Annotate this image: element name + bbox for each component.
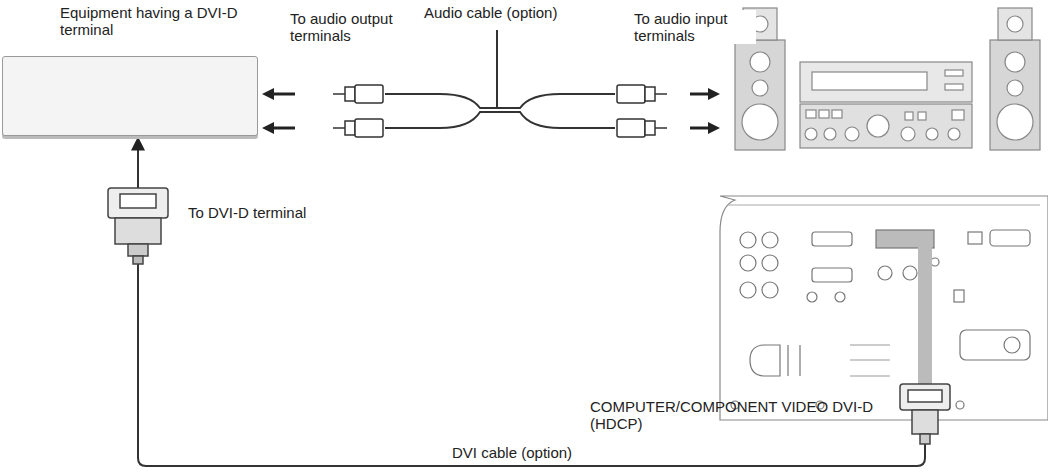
audio-system — [735, 8, 1040, 150]
callout-label: To audio input terminals — [632, 10, 756, 44]
callout-label: To audio output terminals — [288, 10, 422, 44]
node-text: COMPUTER/COMPONENT VIDEO DVI-D (HDCP) — [590, 398, 890, 432]
dvi-plug — [108, 188, 168, 264]
terminal-label: COMPUTER/COMPONENT VIDEO DVI-D (HDCP) — [590, 398, 935, 436]
equipment-housing — [2, 56, 258, 136]
callout-label: To DVI-D terminal — [186, 204, 308, 221]
callout-label: Audio cable (option) — [422, 4, 559, 21]
dvi-plug — [900, 232, 950, 444]
signal-arrows — [262, 88, 720, 134]
edge-label: DVI cable (option) — [450, 444, 574, 461]
projector-rear-panel — [720, 196, 1048, 420]
node-text: Equipment having a DVI-D terminal — [60, 4, 250, 38]
rca-plugs — [333, 85, 667, 137]
audio-cable — [385, 30, 615, 128]
equipment-box: Equipment having a DVI-D terminal — [2, 4, 258, 136]
